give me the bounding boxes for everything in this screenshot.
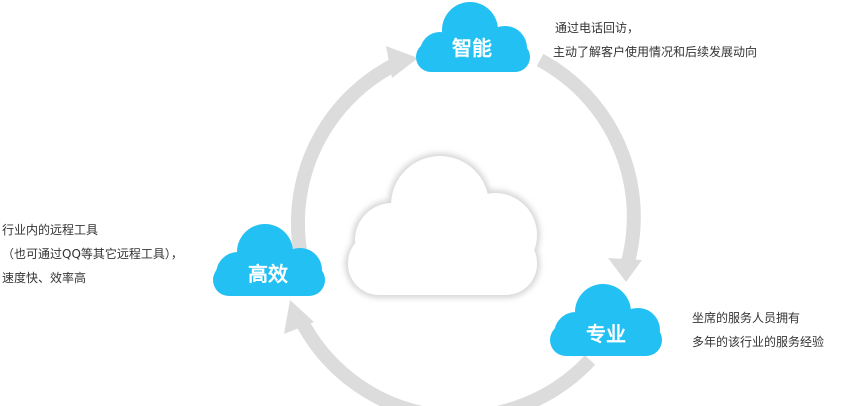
description-line: 速度快、效率高 xyxy=(2,271,87,285)
node-label-efficient: 高效 xyxy=(248,262,288,286)
description-professional: 坐席的服务人员拥有 多年的该行业的服务经验 xyxy=(692,306,824,354)
description-line: 行业内的远程工具 xyxy=(2,223,99,237)
cycle-ring xyxy=(291,53,641,406)
arc-professional-to-efficient xyxy=(293,314,596,406)
center-cloud-icon xyxy=(345,153,540,298)
node-label-professional: 专业 xyxy=(586,322,626,346)
cloud-professional-icon xyxy=(550,284,662,356)
description-line: 主动了解客户使用情况和后续发展动向 xyxy=(553,45,758,59)
node-label-smart: 智能 xyxy=(452,36,492,60)
arrow-head-icon xyxy=(386,46,418,78)
arrow-head-icon xyxy=(608,258,642,282)
description-line: 坐席的服务人员拥有 xyxy=(692,311,801,325)
description-line: （也可通过QQ等其它远程工具）， xyxy=(2,247,183,261)
cloud-efficient-icon xyxy=(213,224,325,296)
cloud-smart-icon xyxy=(416,2,530,72)
description-line: 通过电话回访， xyxy=(555,21,640,35)
arrow-head-icon xyxy=(284,300,314,334)
arc-efficient-to-smart xyxy=(291,55,403,252)
description-line: 多年的该行业的服务经验 xyxy=(692,335,825,349)
description-smart: 通过电话回访， 主动了解客户使用情况和后续发展动向 xyxy=(553,16,757,64)
description-efficient: 行业内的远程工具 （也可通过QQ等其它远程工具）， 速度快、效率高 xyxy=(2,218,183,290)
arc-smart-to-professional xyxy=(536,53,641,264)
